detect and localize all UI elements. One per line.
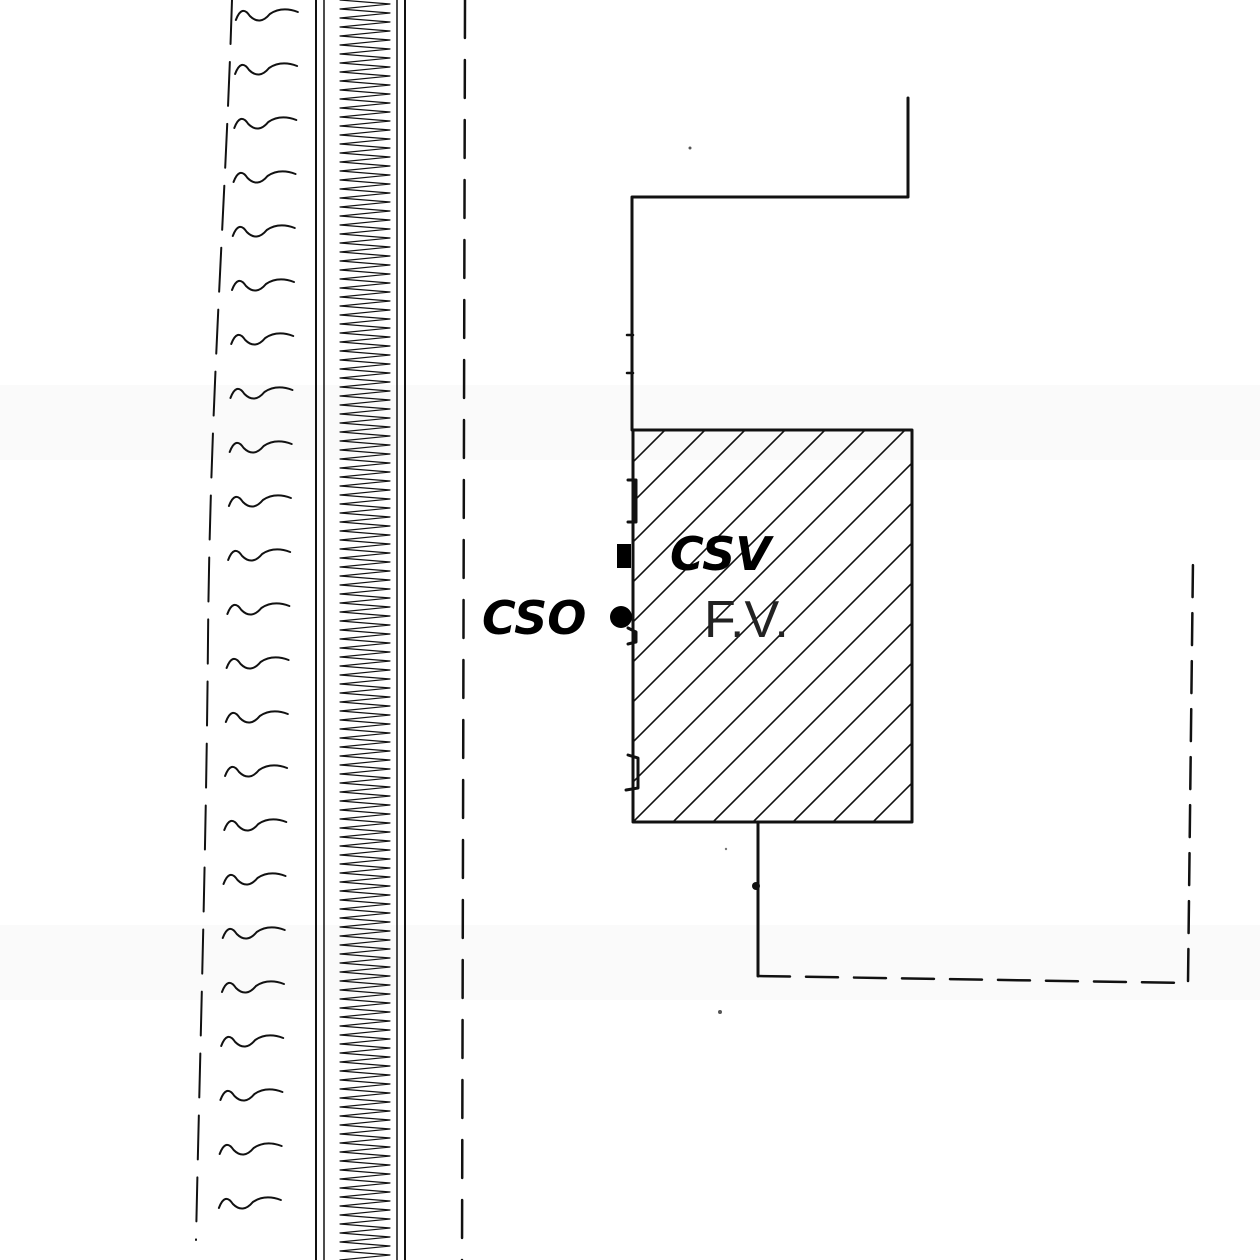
hedge-squiggle [229,386,294,400]
fv-hatch-line [673,582,911,821]
hedge-squiggle [231,278,295,292]
hedge-squiggle [234,8,299,22]
hedge-squiggle [220,980,285,994]
fv-hatch-line [1074,431,1260,821]
fv-hatch-line [634,431,745,543]
hedge-squiggle [219,1088,284,1102]
hedge-squiggle [218,1142,283,1156]
fv-hatch-line [634,431,865,663]
fv-hatch-line [634,431,905,703]
strip-zigzag [339,0,391,1260]
hedge-squiggle [232,170,297,184]
speck-2 [718,1010,722,1014]
fv-hatch-line [1034,431,1260,821]
hedge-squiggle [234,62,299,76]
strip-hatching [339,0,391,1260]
hedge-squiggle [228,440,293,454]
scan-band-1 [0,385,1260,460]
hedge-squiggle [223,818,288,832]
hedge-boundary [195,0,299,1241]
fv-hatch-line [994,431,1260,821]
cso-label: CSO [482,591,586,645]
fv-hatch-line [914,431,1260,821]
bracket-mark-1 [626,478,638,524]
fv-hatch-line [793,702,911,821]
vertical-strip [315,0,406,1260]
fv-outline [631,428,914,824]
dashed-boundary-right [756,558,1195,985]
fv-hatching [634,431,1260,821]
csv-label: CSV [670,527,774,581]
hedge-squiggle [230,332,295,346]
hedge-squiggle [227,548,292,562]
fv-hatch-line [954,431,1260,821]
hedge-squiggle [217,1196,282,1210]
bracket-mark-3 [624,753,640,792]
fv-hatch-line [634,462,911,743]
hedge-squiggle [231,224,296,238]
square-marker-icon [617,544,631,568]
fv-building: F.V. [624,428,1260,824]
hedge-squiggle [224,764,289,778]
hedge-squiggle [220,1034,285,1048]
fv-hatch-line [713,622,911,821]
fv-hatch-line [634,431,785,583]
fv-hatch-line [1114,431,1260,821]
junction-dot [752,882,760,890]
hedge-squiggle [225,656,290,670]
scan-band-2 [0,925,1260,1000]
fv-hatch-line [833,742,911,821]
fv-hatch-line [634,431,665,463]
bracket-mark-2 [626,626,638,646]
dashed-line-left [460,0,467,1260]
fv-hatch-line [753,662,911,821]
fv-hatch-line [1154,431,1260,821]
hedge-squiggle [227,494,292,508]
hedge-squiggle [233,116,298,130]
solid-boundary-top [630,96,910,432]
hedge-squiggle [222,872,287,886]
dot-marker-icon [610,606,632,628]
speck-3 [724,847,728,851]
hedge-edge-line [195,0,233,1241]
hedge-squiggle [226,602,291,616]
speck-1 [688,146,692,150]
fv-hatch-line [873,782,911,821]
fv-hatch-line [634,431,705,503]
fv-hatch-line [634,542,911,821]
fv-hatch-line [634,502,911,783]
hedge-squiggle [221,926,286,940]
fv-hatch-line [1194,431,1260,821]
fv-hatch-line [1234,431,1260,821]
fv-hatch-line [634,431,825,623]
fv-label: F.V. [704,591,789,649]
hedge-squiggle [224,710,289,724]
